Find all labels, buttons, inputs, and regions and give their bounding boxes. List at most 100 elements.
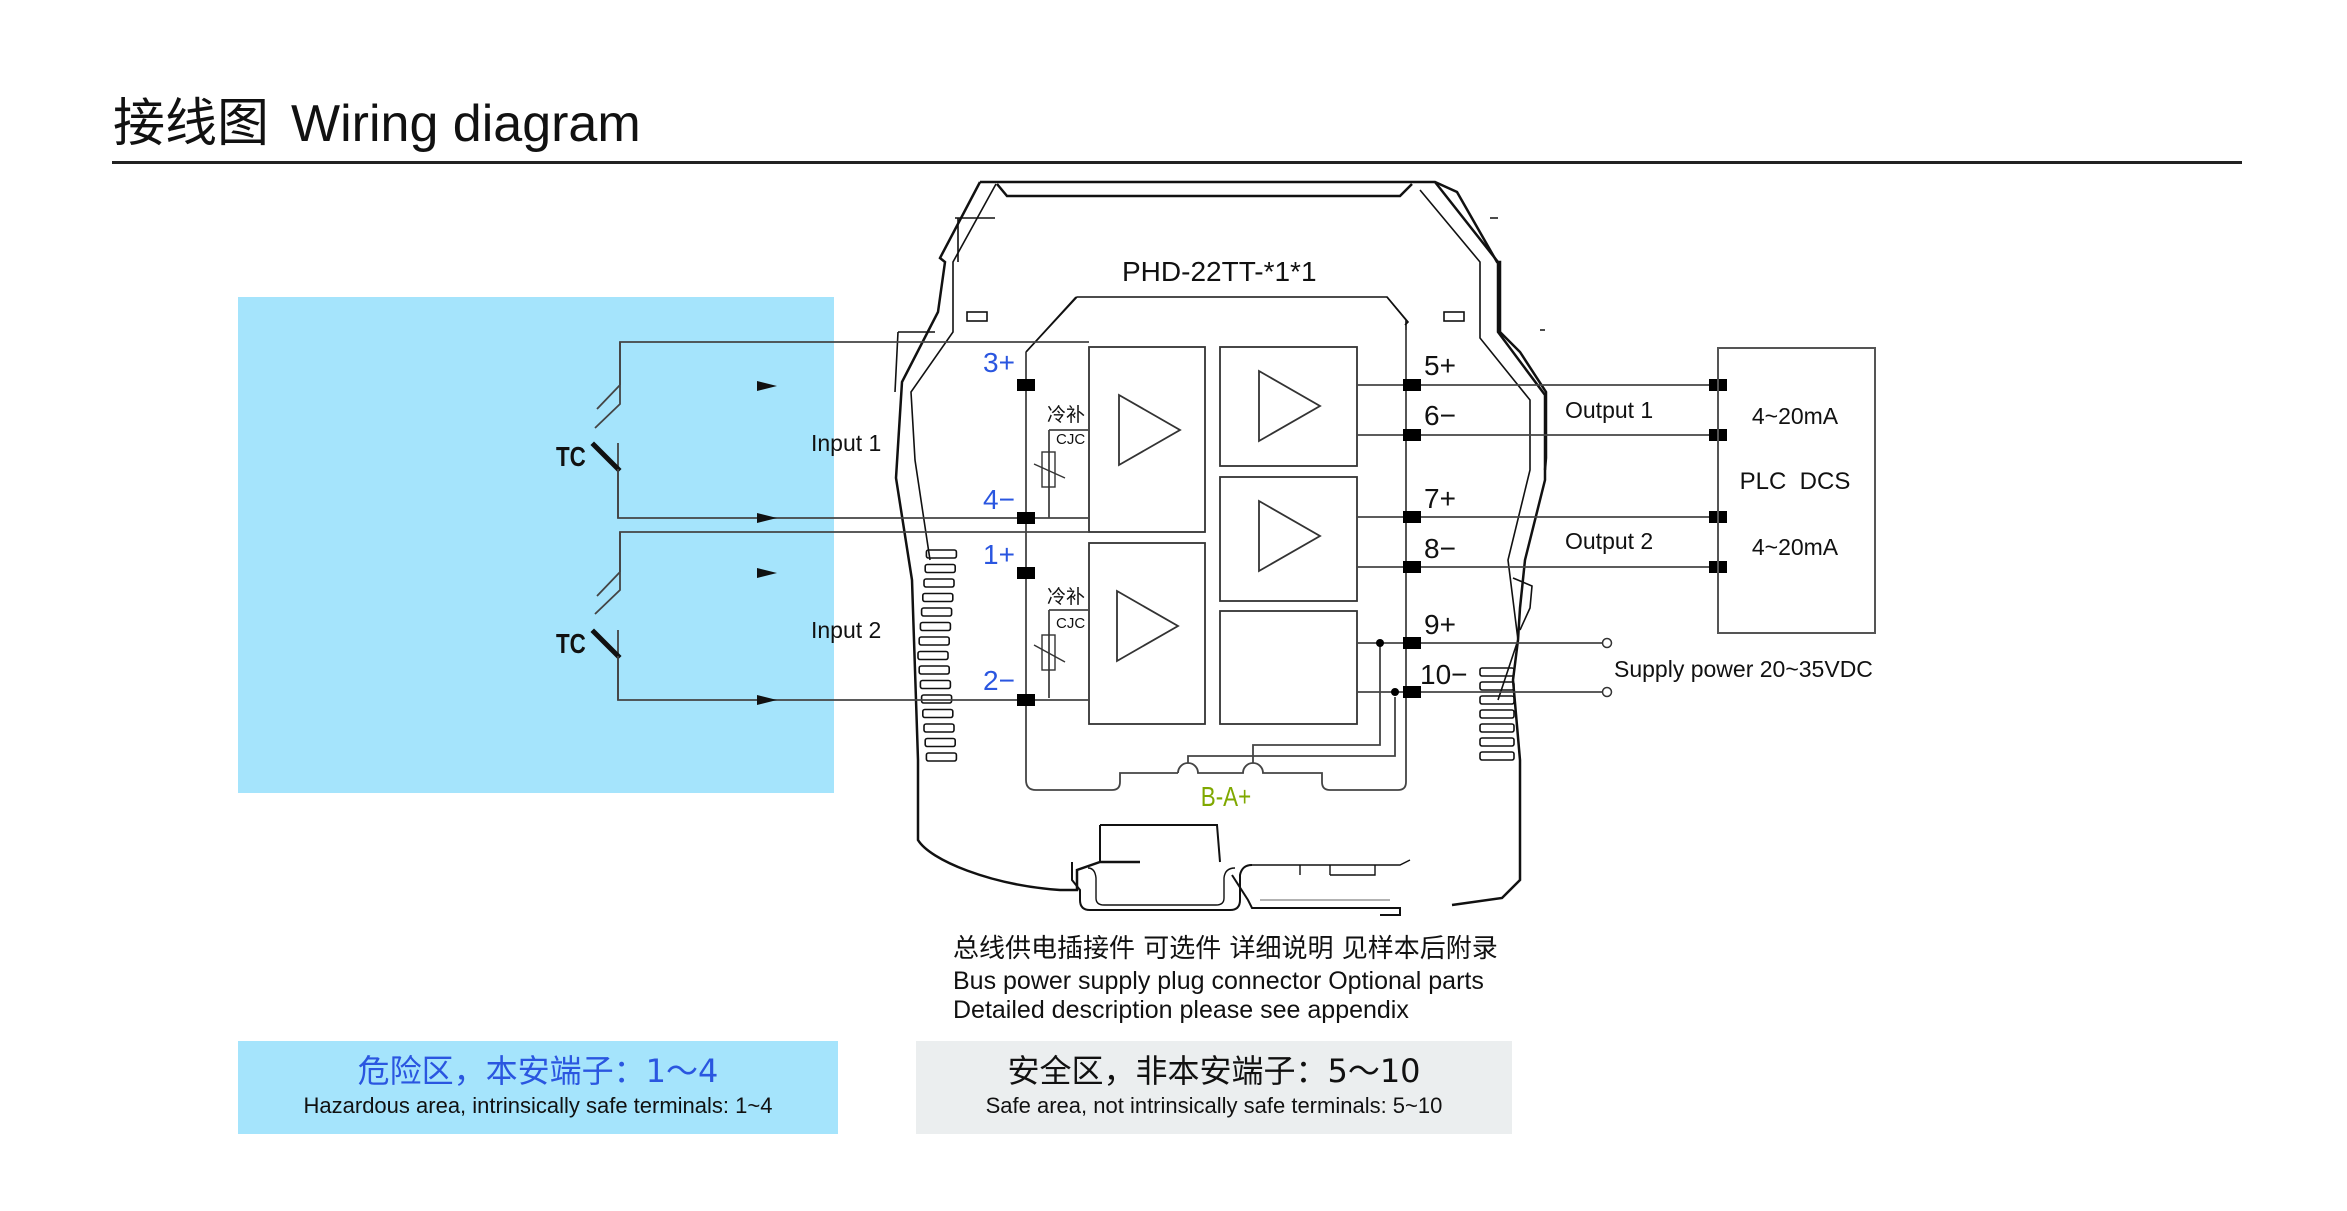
vent-fin (918, 636, 951, 646)
vent-fin (924, 563, 957, 574)
din-rail-clip (1071, 824, 1411, 916)
safe-area-legend-en: Safe area, not intrinsically safe termin… (985, 1093, 1443, 1118)
supply-terminal-plus (1601, 637, 1613, 649)
thermocouple-symbols (590, 441, 622, 660)
title-divider (112, 161, 2242, 164)
internal-board (1025, 296, 1410, 353)
vent-fins-left (917, 549, 958, 762)
terminal-block (1403, 561, 1421, 573)
arrow-icon (757, 381, 777, 391)
vent-fin (1479, 709, 1515, 719)
plc-dcs-box (1717, 347, 1876, 634)
vent-fin (1479, 667, 1515, 677)
vent-fins-right (1479, 667, 1515, 761)
device-housing (894, 180, 1548, 907)
vent-fin (919, 621, 952, 632)
output-amp-1-box (1219, 346, 1358, 467)
thermistor-icon (1041, 634, 1056, 671)
tc-2-label: TC (556, 629, 586, 660)
terminal-6-minus-label: 6− (1424, 400, 1456, 431)
cjc-2-label-en: CJC (1056, 615, 1085, 632)
hazardous-area-legend-cn: 危险区，本安端子：1～4 (357, 1052, 719, 1090)
vent-fin (923, 723, 955, 733)
output-2-label: Output 2 (1565, 528, 1653, 554)
receiver-label: PLC DCS (1740, 468, 1851, 495)
model-label: PHD-22TT-*1*1 (1122, 256, 1317, 287)
vent-fin (921, 592, 954, 603)
vent-fin (1479, 737, 1515, 747)
vent-fin (918, 665, 951, 675)
cjc-2-label-cn: 冷补 (1047, 586, 1085, 608)
input-arrows (757, 381, 777, 705)
arrow-icon (757, 695, 777, 705)
amplifier-modules (1033, 346, 1358, 725)
supply-power-label: Supply power 20~35VDC (1614, 656, 1873, 682)
hazardous-area-legend-en: Hazardous area, intrinsically safe termi… (303, 1093, 773, 1118)
vent-fin (1479, 681, 1515, 691)
bus-terminal-label: B-A+ (1201, 782, 1251, 813)
arrow-icon (757, 568, 777, 578)
terminal-9-plus-label: 9+ (1424, 609, 1456, 640)
junction-dot (1391, 688, 1399, 696)
output-2-signal: 4~20mA (1752, 534, 1839, 560)
thermistor-icon (1041, 451, 1056, 488)
vent-fin (920, 694, 953, 704)
arrow-icon (757, 513, 777, 523)
thermocouple-icon (590, 628, 622, 660)
terminal-7-plus-label: 7+ (1424, 483, 1456, 514)
amp-triangle-icon (1118, 393, 1182, 467)
safe-area-legend-cn: 安全区，非本安端子：5～10 (1007, 1052, 1421, 1090)
title-en: Wiring diagram (291, 95, 641, 153)
terminal-block (1403, 686, 1421, 698)
terminal-8-minus-label: 8− (1424, 533, 1456, 564)
output-1-label: Output 1 (1565, 397, 1653, 423)
vent-fin (919, 679, 952, 690)
tc-1-label: TC (556, 442, 586, 473)
vent-fin (923, 578, 955, 588)
vent-fin (925, 752, 958, 762)
terminal-block (1403, 429, 1421, 441)
terminal-blocks (1017, 379, 1727, 706)
junction-dots (1376, 639, 1399, 696)
vent-fin (920, 607, 953, 617)
amp-triangle-icon (1258, 499, 1322, 573)
terminal-block (1403, 637, 1421, 649)
terminal-block (1403, 379, 1421, 391)
terminal-3-plus-label: 3+ (983, 347, 1015, 378)
terminal-4-minus-label: 4− (983, 484, 1015, 515)
hazardous-area-legend: 危险区，本安端子：1～4 Hazardous area, intrinsical… (238, 1041, 838, 1134)
terminal-block (1017, 567, 1035, 579)
bus-connector-note-en-2: Detailed description please see appendix (953, 996, 1409, 1024)
bus-connector-note-en-1: Bus power supply plug connector Optional… (953, 967, 1484, 995)
power-module-box (1219, 610, 1358, 725)
amp-triangle-icon (1116, 589, 1180, 663)
thermocouple-wires (594, 342, 621, 700)
internal-wiring (1025, 330, 1407, 791)
input-amp-1-box (1088, 346, 1206, 533)
terminal-block (1017, 694, 1035, 706)
terminal-5-plus-label: 5+ (1424, 350, 1456, 381)
input-2-label: Input 2 (811, 617, 881, 643)
safe-area-legend: 安全区，非本安端子：5～10 Safe area, not intrinsica… (916, 1041, 1512, 1134)
bus-connector-note-cn: 总线供电插接件 可选件 详细说明 见样本后附录 (953, 934, 1498, 964)
terminal-10-minus-label: 10− (1420, 659, 1468, 690)
hazardous-area-zone (238, 297, 834, 793)
vent-fin (921, 708, 954, 719)
cjc-1-label-cn: 冷补 (1047, 404, 1085, 426)
field-wiring (596, 341, 1718, 701)
terminal-2-minus-label: 2− (983, 665, 1015, 696)
terminal-block (1017, 512, 1035, 524)
vent-fin (924, 737, 957, 748)
thermocouple-icon (590, 441, 622, 473)
supply-terminal-minus (1601, 686, 1613, 698)
terminal-block (1017, 379, 1035, 391)
cjc-1-label-en: CJC (1056, 431, 1085, 448)
terminal-1-plus-label: 1+ (983, 539, 1015, 570)
terminal-block (1403, 511, 1421, 523)
input-amp-2-box (1088, 542, 1206, 725)
output-1-signal: 4~20mA (1752, 403, 1839, 429)
vent-fin (917, 650, 949, 661)
input-1-label: Input 1 (811, 430, 881, 456)
